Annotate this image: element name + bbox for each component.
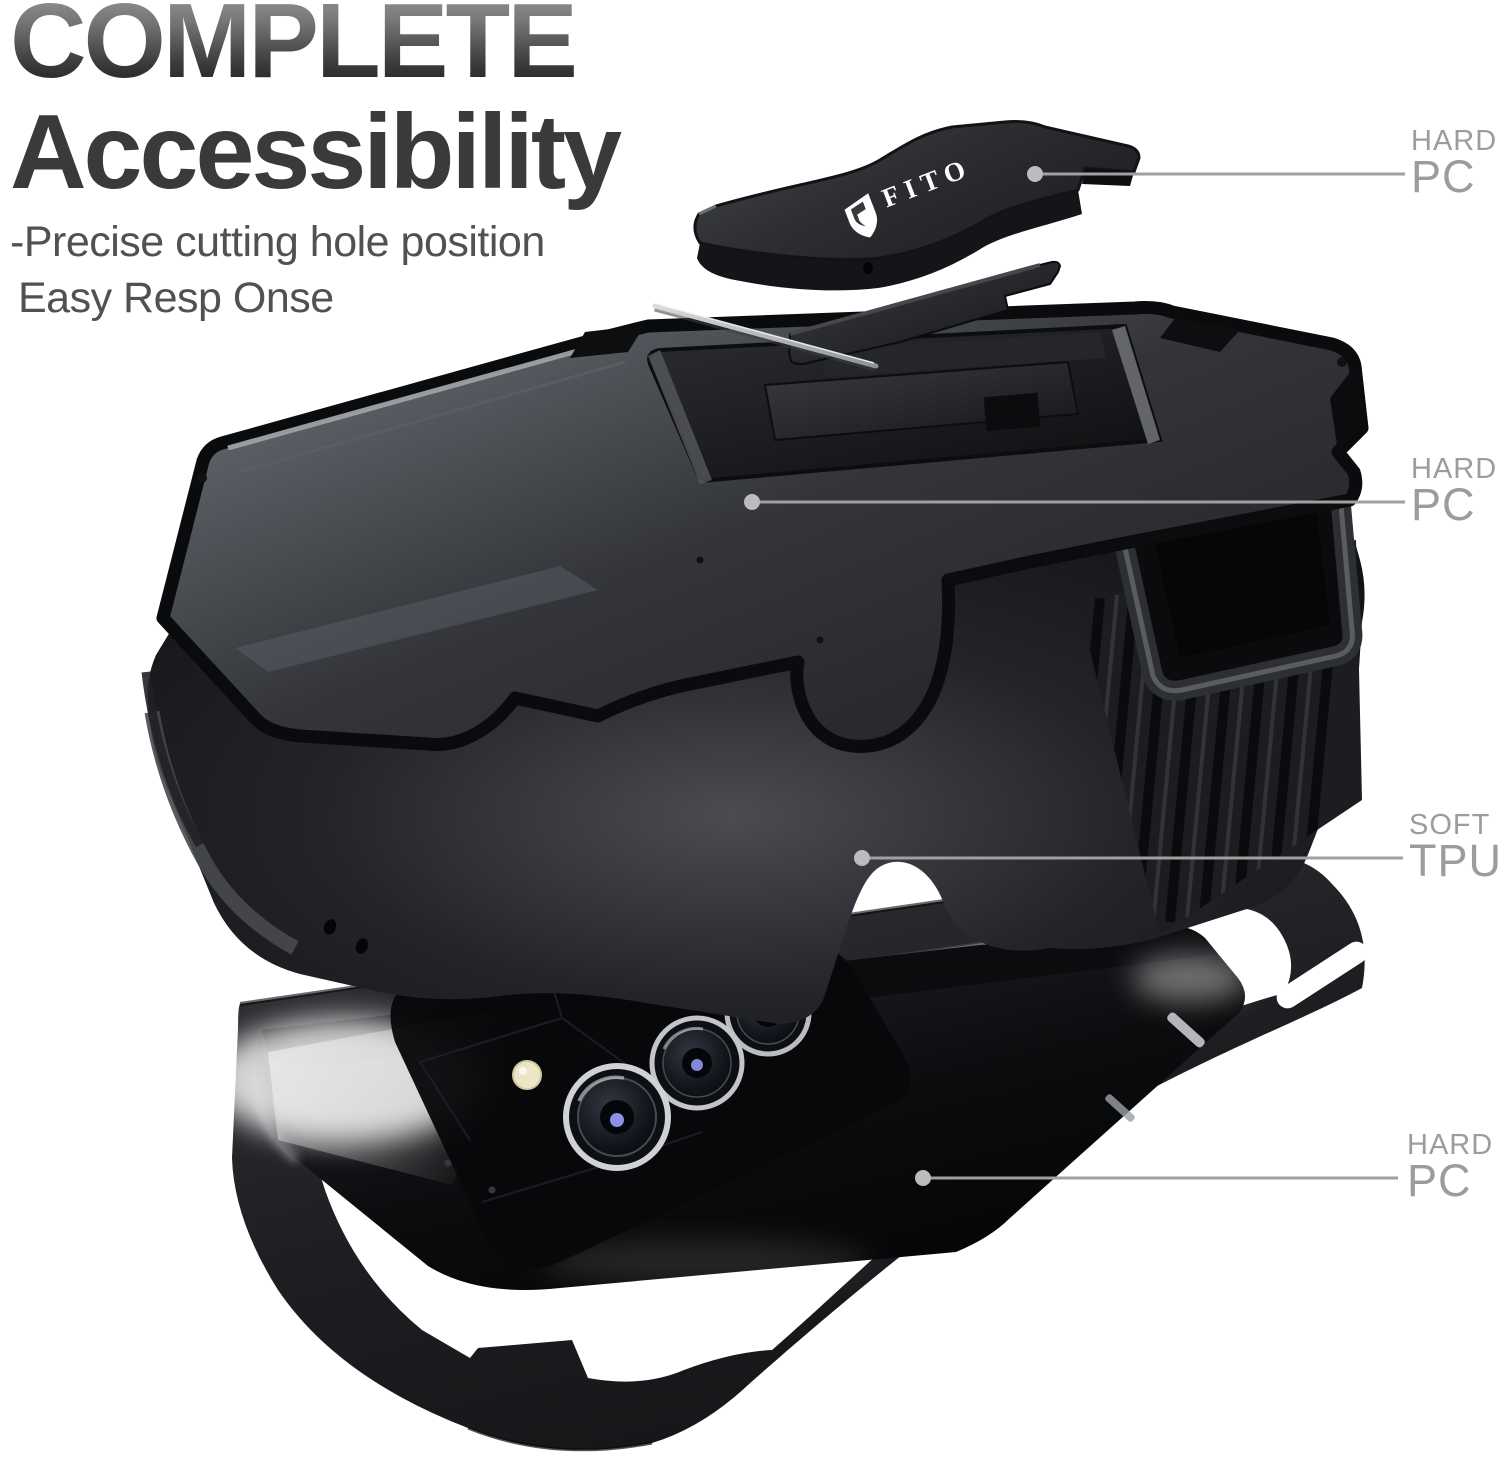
hinge-pin (652, 303, 879, 372)
mic-hole (488, 1186, 496, 1194)
callout-dot (915, 1170, 931, 1186)
kickstand-cover-plate: FITO (693, 120, 1141, 291)
side-button (1167, 1012, 1205, 1048)
mic-hole (444, 1159, 452, 1167)
kickstand-lock-bar (788, 260, 1062, 365)
camera-module (390, 943, 911, 1270)
callout-material: HARD (1411, 453, 1498, 485)
callout-dot (854, 850, 870, 866)
callout-material-type: PC (1407, 1155, 1472, 1206)
shell-hole (816, 636, 824, 644)
callout-label-kickstand: HARD PC (1411, 125, 1498, 202)
feature-bullet: -Precise cutting hole position (10, 218, 545, 266)
shell-hole (1337, 357, 1347, 367)
page-subtitle: Accessibility (10, 93, 622, 211)
tpu-port-hole (323, 919, 337, 935)
kickstand-recess (647, 323, 1163, 484)
callout-material-type: TPU (1409, 835, 1500, 886)
page-title: COMPLETE (10, 0, 578, 94)
callout-material-type: PC (1411, 479, 1476, 530)
callout-material: HARD (1411, 125, 1498, 157)
callout-lines (744, 166, 1405, 1186)
camera-flash (512, 1060, 542, 1090)
callout-material-type: PC (1411, 151, 1476, 202)
camera-lens (563, 1063, 671, 1171)
side-button (1105, 1094, 1135, 1122)
callout-label-tpu: SOFT TPU (1409, 809, 1500, 886)
smartphone (210, 924, 1248, 1291)
shell-hole (197, 473, 207, 483)
callout-label-bumper: HARD PC (1407, 1129, 1494, 1206)
callout-material: HARD (1407, 1129, 1494, 1161)
shell-hole (696, 556, 704, 564)
camera-lens (649, 1015, 745, 1111)
callout-material: SOFT (1409, 809, 1491, 841)
callout-dot (1027, 166, 1043, 182)
hard-pc-back-shell (156, 301, 1369, 753)
callout-dot (744, 494, 760, 510)
tpu-port-hole (355, 938, 369, 954)
shield-icon (844, 193, 877, 238)
plate-hole (863, 262, 873, 274)
feature-bullet: Easy Resp Onse (18, 274, 334, 322)
callout-label-backshell: HARD PC (1411, 453, 1498, 530)
